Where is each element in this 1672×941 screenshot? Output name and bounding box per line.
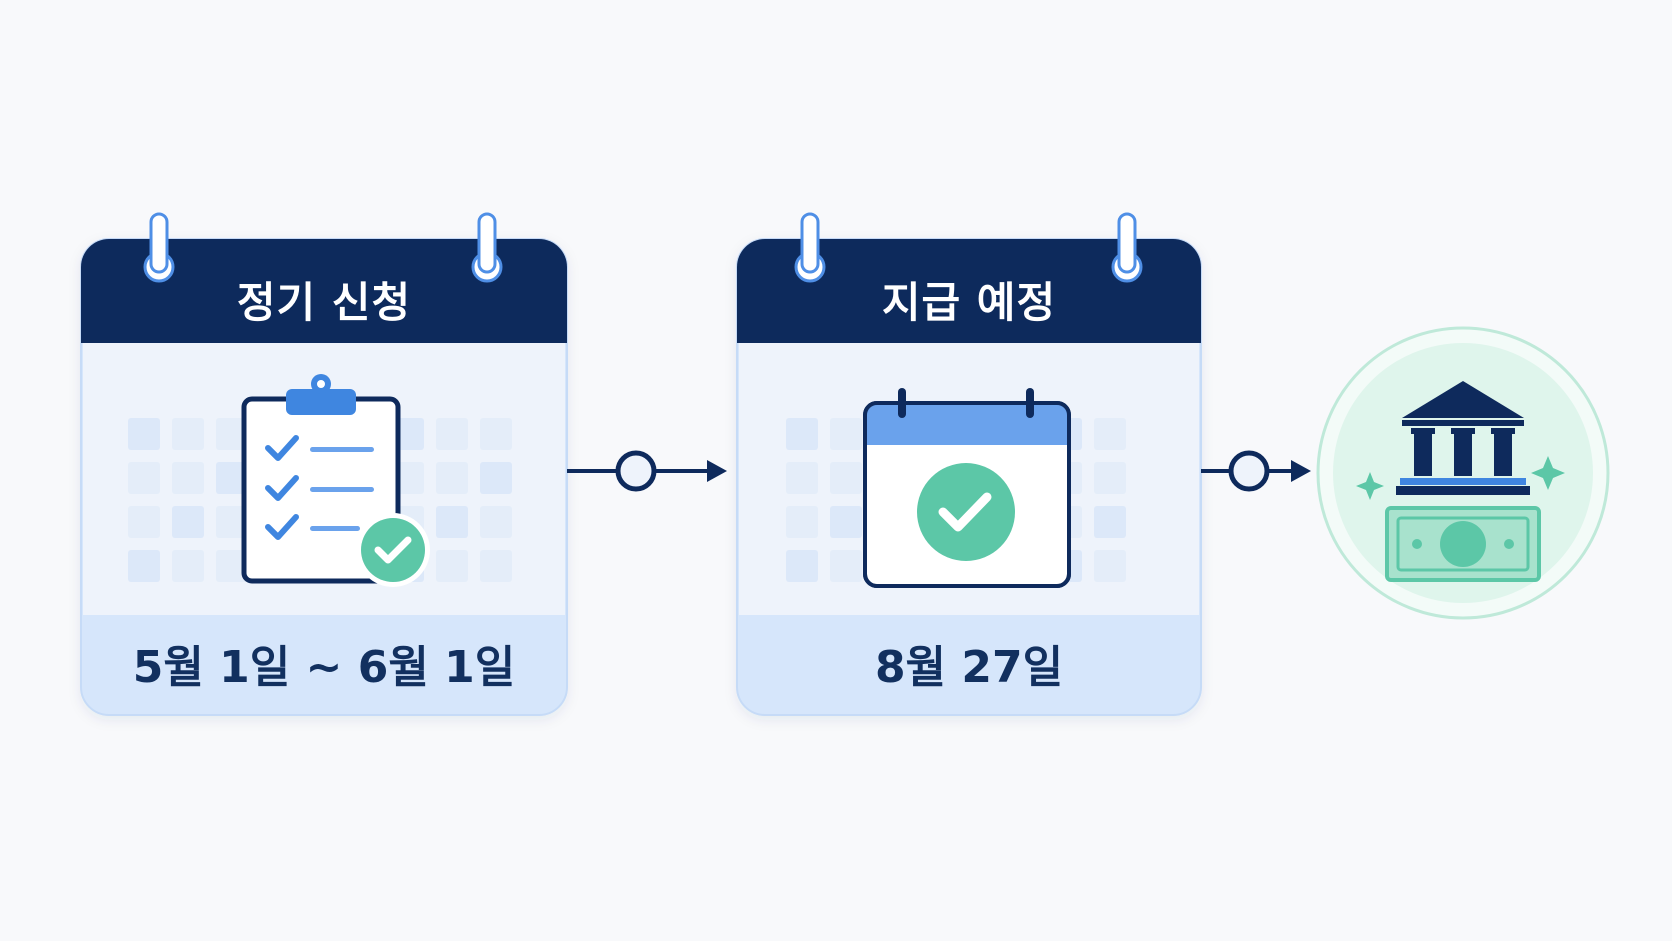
binder-ring-icon [143,212,175,283]
calendar-cell [436,506,468,538]
bank-money-icon [1316,326,1610,620]
binder-ring-icon [1111,212,1143,283]
calendar-cell [128,550,160,582]
step-date: 5월 1일 ~ 6월 1일 [132,642,516,693]
calendar-cell [1094,506,1126,538]
calendar-cell [830,418,862,450]
calendar-cell [480,418,512,450]
calendar-cell [480,506,512,538]
calendar-cell [786,418,818,450]
calendar-check-icon [863,388,1071,588]
binder-ring-icon [794,212,826,283]
calendar-cell [172,506,204,538]
calendar-cell [172,418,204,450]
calendar-cell [830,550,862,582]
calendar-cell [786,462,818,494]
flow-connector-arrow [1201,450,1311,492]
calendar-cell [786,506,818,538]
calendar-cell [128,506,160,538]
calendar-cell [480,462,512,494]
calendar-cell [1094,550,1126,582]
calendar-cell [480,550,512,582]
calendar-cell [1094,462,1126,494]
calendar-cell [216,550,248,582]
calendar-cell [128,462,160,494]
calendar-cell [436,462,468,494]
calendar-cell [436,550,468,582]
calendar-cell [786,550,818,582]
step-date: 8월 27일 [874,642,1064,693]
calendar-cell [172,462,204,494]
calendar-cell [216,462,248,494]
calendar-cell [216,418,248,450]
binder-ring-icon [471,212,503,283]
flow-connector-arrow [567,450,727,492]
step-title: 지급 예정 [881,277,1057,327]
calendar-cell [172,550,204,582]
calendar-cell [436,418,468,450]
calendar-cell [830,462,862,494]
clipboard-checklist-icon [241,374,430,587]
calendar-cell [830,506,862,538]
calendar-cell [128,418,160,450]
step-title: 정기 신청 [236,277,412,327]
calendar-cell [216,506,248,538]
calendar-cell [1094,418,1126,450]
